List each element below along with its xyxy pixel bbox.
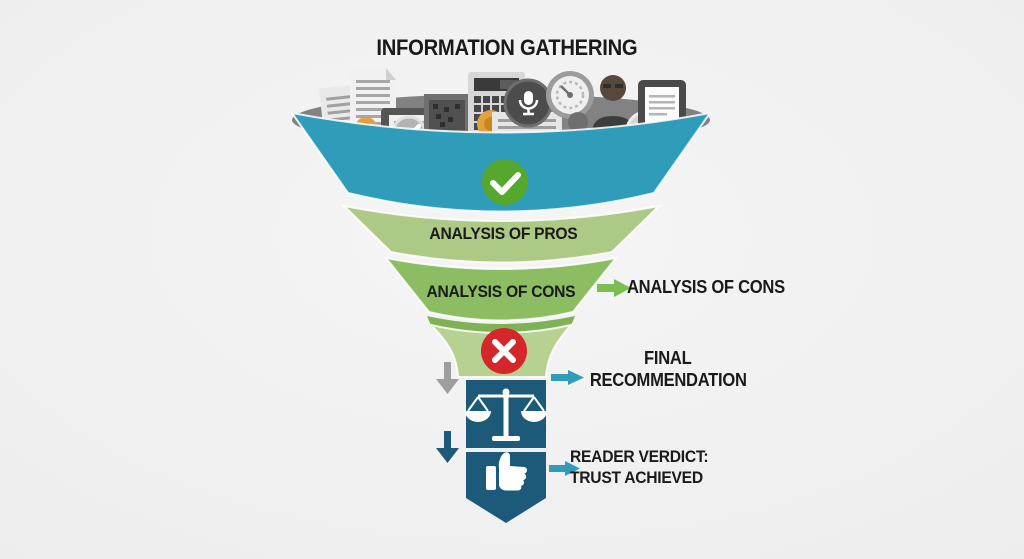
callout-verdict-line1: READER VERDICT: — [570, 447, 709, 466]
funnel-stage-analysis-of-pros — [340, 204, 663, 264]
thumbs-up-icon — [486, 452, 527, 491]
final-callout-arrow-icon — [551, 370, 584, 385]
callout-analysis-of-cons: ANALYSIS OF CONS — [627, 277, 785, 297]
page-title: INFORMATION GATHERING — [287, 35, 727, 61]
scales-icon — [465, 388, 547, 441]
callout-verdict-line2: TRUST ACHIEVED — [570, 468, 703, 487]
stage-label-analysis-of-cons: ANALYSIS OF CONS — [426, 282, 576, 301]
callout-final-line2: RECOMMENDATION — [589, 370, 747, 390]
x-circle-icon — [481, 328, 527, 374]
callout-final-line1: FINAL — [644, 348, 692, 368]
dark-down-arrow-icon — [436, 431, 459, 463]
page-title-text: INFORMATION GATHERING — [376, 35, 638, 60]
stage-label-analysis-of-pros: ANALYSIS OF PROS — [429, 224, 577, 243]
microphone-badge-icon — [503, 78, 553, 128]
callout-final-recommendation: FINAL RECOMMENDATION — [568, 347, 768, 391]
funnel-stage-analysis-of-cons — [383, 256, 619, 322]
gray-down-arrow-icon — [436, 362, 459, 394]
verdict-callout-arrow-icon — [549, 461, 580, 476]
callout-reader-verdict: READER VERDICT: TRUST ACHIEVED — [570, 446, 720, 488]
cons-callout-arrow-icon — [597, 279, 631, 297]
check-circle-icon — [482, 159, 528, 205]
gauge-icon — [546, 71, 594, 119]
